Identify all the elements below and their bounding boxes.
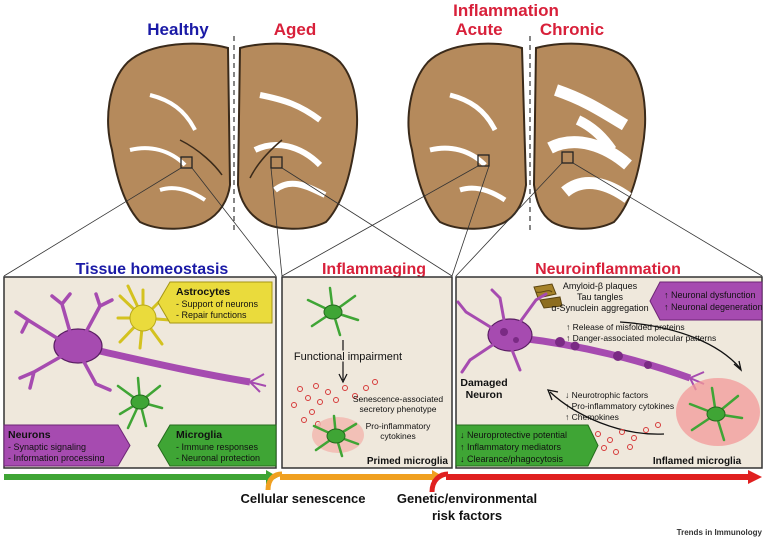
zoom-box-aged <box>270 156 283 169</box>
potential-line-3: ↓ Clearance/phagocytosis <box>460 454 564 464</box>
senescence-hook <box>265 471 283 491</box>
cytokines-line-2: cytokines <box>380 431 415 441</box>
risk-hook <box>429 471 449 493</box>
neuron-healthy <box>14 292 267 393</box>
zoom-box-acute <box>477 154 490 167</box>
astrocytes-box <box>157 281 273 324</box>
release-line-2: ↑ Danger-associated molecular patterns <box>566 333 716 343</box>
aggregates-line-1: Amyloid-β plaques <box>563 281 638 291</box>
dysfunction-line-2: ↑ Neuronal degeneration <box>664 302 763 312</box>
microglia-line-1: - Immune responses <box>176 442 259 452</box>
neurons-line-1: - Synaptic signaling <box>8 442 86 452</box>
title-neuroinflammation: Neuroinflammation <box>535 261 681 278</box>
aggregates-line-3: α-Synuclein aggregation <box>551 303 648 313</box>
primed-microglia <box>312 414 364 458</box>
primed-microglia-label: Primed microglia <box>367 456 449 467</box>
dysfunction-box <box>649 281 763 321</box>
feedback-arrow <box>549 391 665 435</box>
neurons-title: Neurons <box>8 429 51 441</box>
cytokine-circles <box>595 422 661 455</box>
microglia-title: Microglia <box>176 429 222 441</box>
factors-line-2: ↑ Pro-inflammatory cytokines <box>565 401 674 411</box>
zoom-box-healthy <box>180 156 193 169</box>
astrocytes-line-2: - Repair functions <box>176 310 247 320</box>
journal-credit: Trends in Immunology <box>677 528 763 537</box>
functional-impairment-label: Functional impairment <box>294 351 402 363</box>
dysfunction-line-1: ↑ Neuronal dysfunction <box>664 290 756 300</box>
neurons-box <box>3 424 131 467</box>
cellular-senescence-label: Cellular senescence <box>240 491 365 506</box>
potential-line-2: ↑ Inflammatory mediators <box>460 442 562 452</box>
neurons-line-2: - Information processing <box>8 453 105 463</box>
potential-box <box>455 424 599 467</box>
risk-factors-line-2: risk factors <box>432 508 502 523</box>
timeline-red-head <box>748 470 762 484</box>
microglia-aged <box>306 286 360 337</box>
label-acute: Acute <box>455 20 502 39</box>
release-arrowhead <box>733 360 743 372</box>
factors-line-3: ↑ Chemokines <box>565 412 619 422</box>
aggregates-icon <box>533 283 563 309</box>
neuron-damaged <box>456 288 705 391</box>
brain-acute-chronic <box>407 36 647 232</box>
zoom-connectors <box>3 162 763 277</box>
inflamed-microglia-label: Inflamed microglia <box>653 456 742 467</box>
timeline-green <box>4 474 270 480</box>
label-aged: Aged <box>274 20 317 39</box>
brain-healthy-aged <box>107 36 359 232</box>
factors-line-1: ↓ Neurotrophic factors <box>565 390 648 400</box>
title-tissue-homeostasis: Tissue homeostasis <box>76 261 229 278</box>
impairment-arrowhead <box>338 373 348 384</box>
sasp-line-1: Senescence-associated <box>353 394 444 404</box>
damaged-neuron-line-2: Neuron <box>466 389 503 401</box>
damaged-neuron-line-1: Damaged <box>460 377 507 389</box>
astrocyte-healthy <box>116 284 172 350</box>
timeline-orange <box>280 474 432 480</box>
label-chronic: Chronic <box>540 20 604 39</box>
risk-factors-line-1: Genetic/environmental <box>397 491 537 506</box>
release-arrow <box>619 321 741 369</box>
panel-inflammaging <box>281 276 453 469</box>
title-inflammaging: Inflammaging <box>322 261 426 278</box>
timeline-red <box>446 474 748 480</box>
release-line-1: ↑ Release of misfolded proteins <box>566 322 685 332</box>
zoom-box-chronic <box>561 151 574 164</box>
astrocytes-line-1: - Support of neurons <box>176 299 259 309</box>
aggregates-line-2: Tau tangles <box>577 292 624 302</box>
cytokines-line-1: Pro-inflammatory <box>366 421 431 431</box>
astrocytes-title: Astrocytes <box>176 286 230 298</box>
label-healthy: Healthy <box>147 20 209 39</box>
microglia-line-2: - Neuronal protection <box>176 453 260 463</box>
microglia-healthy <box>116 376 164 430</box>
feedback-arrowhead <box>546 389 559 401</box>
sasp-line-2: secretory phenotype <box>359 404 436 414</box>
potential-line-1: ↓ Neuroprotective potential <box>460 430 567 440</box>
microglia-box <box>157 424 277 467</box>
inflamed-microglia <box>676 378 760 446</box>
label-inflammation: Inflammation <box>453 1 559 20</box>
